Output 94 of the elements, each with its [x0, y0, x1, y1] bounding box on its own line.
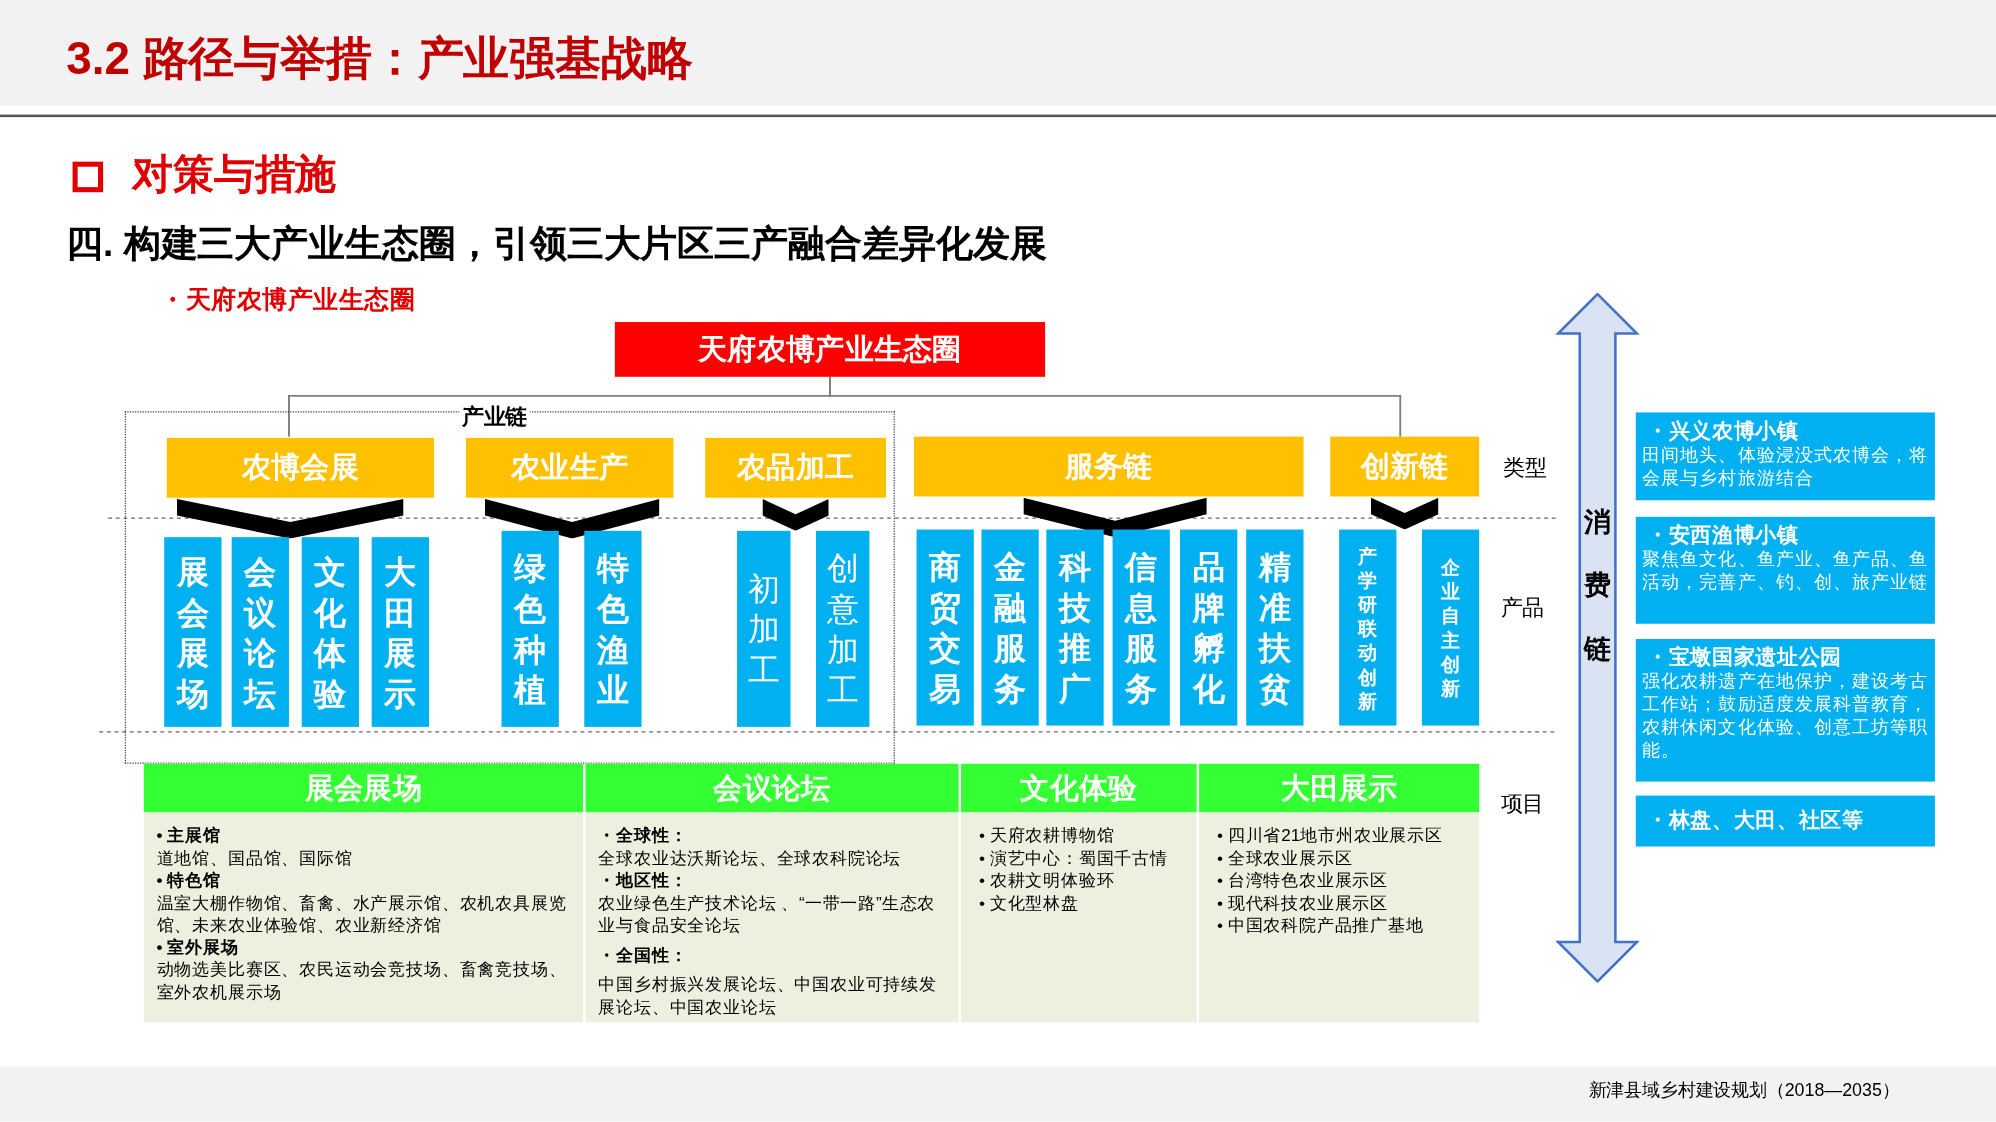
bullet-heading: ・天府农博产业生态圈	[160, 284, 415, 316]
row-label: 产品	[1500, 594, 1545, 622]
section-heading: 对策与措施	[132, 150, 337, 200]
table-column	[961, 763, 1197, 1023]
card-text: 强化农耕遗产在地保护，建设考古工作站；鼓励适度发展科普教育，农耕休闲文化体验、创意工坊等职能。	[1642, 669, 1930, 762]
product-box	[1421, 529, 1480, 726]
sub-heading: ・全国性：	[598, 944, 689, 967]
product-label: 特色渔业	[597, 548, 629, 710]
product-box	[584, 530, 642, 727]
connector-line	[829, 375, 1402, 438]
sub-heading: ・地区性：	[598, 869, 689, 892]
product-label: 信息服务	[1125, 547, 1158, 709]
bullet-item: • 天府农耕博物馆	[977, 825, 1116, 848]
item-text: 温室大棚作物馆、畜禽、水产展示馆、农机农具展览馆、未来农业体验馆、农业新经济馆	[156, 892, 568, 937]
chevron-bracket	[176, 499, 404, 539]
table-column	[1199, 763, 1480, 1023]
product-box	[1046, 529, 1104, 726]
product-box	[371, 537, 429, 727]
column-header: 会议论坛	[585, 763, 959, 813]
bullet-item: • 演艺中心：蜀国千古情	[977, 847, 1169, 870]
product-box	[501, 530, 559, 727]
bullet-item: • 中国农科院产品推广基地	[1215, 914, 1425, 937]
product-label: 文化体验	[314, 552, 347, 713]
card-text: 聚焦鱼文化、鱼产业、鱼产品、鱼活动，完善产、钓、创、旅产业链	[1642, 547, 1930, 594]
product-label: 科技推广	[1059, 547, 1091, 709]
product-label: 创意加工	[826, 548, 859, 710]
chain-label: 消费链	[1583, 505, 1611, 666]
category-box: 农博会展	[166, 437, 435, 498]
row-label: 项目	[1500, 790, 1545, 818]
product-box	[164, 537, 222, 727]
product-label: 品牌孵化	[1192, 547, 1225, 709]
double-arrow	[1555, 292, 1640, 983]
product-label: 金融服务	[994, 547, 1026, 709]
product-label: 初加工	[747, 569, 780, 690]
chevron-bracket	[485, 499, 660, 539]
product-box	[916, 529, 974, 726]
item-text: 道地馆、国品馆、国际馆	[156, 847, 354, 870]
product-label: 会议论坛	[244, 552, 277, 713]
card-heading: ・林盘、大田、社区等	[1646, 807, 1865, 834]
row-label: 类型	[1503, 454, 1547, 482]
chevron-bracket	[1023, 497, 1207, 538]
category-box: 农品加工	[705, 437, 886, 498]
product-box	[1339, 529, 1397, 726]
table-column	[585, 763, 959, 1023]
title-box: 天府农博产业生态圈	[614, 322, 1046, 377]
product-box	[231, 537, 289, 727]
category-box: 创新链	[1330, 436, 1480, 497]
product-box	[301, 537, 359, 727]
product-box	[1112, 529, 1170, 726]
column-header: 展会展场	[143, 763, 583, 813]
category-box: 农业生产	[465, 437, 674, 498]
sub-heading: ・全球性：	[598, 825, 689, 848]
bullet-item: • 文化型林盘	[977, 892, 1080, 914]
info-card	[1635, 795, 1935, 847]
table-column	[143, 763, 583, 1023]
product-label: 产学研联动创新	[1358, 543, 1378, 713]
chevron-bracket	[1371, 497, 1439, 530]
item-text: 中国乡村振兴发展论坛、中国农业可持续发展论坛、中国农业论坛	[598, 974, 938, 1019]
info-card	[1635, 412, 1935, 501]
page-title: 3.2 路径与举措：产业强基战略	[66, 30, 693, 86]
item-text: 农业绿色生产技术论坛 、“一带一路”生态农业与食品安全论坛	[598, 892, 937, 937]
bullet-item: • 全球农业展示区	[1215, 847, 1354, 870]
subheading: 四. 构建三大产业生态圈，引领三大片区三产融合差异化发展	[66, 221, 1047, 266]
bullet-item: • 现代科技农业展示区	[1215, 892, 1390, 914]
sub-heading: • 室外展场	[156, 936, 240, 959]
product-label: 绿色种植	[514, 548, 547, 710]
sub-heading: • 主展馆	[156, 825, 222, 848]
item-text: 全球农业达沃斯论坛、全球农科院论坛	[598, 847, 903, 870]
bullet-item: • 农耕文明体验环	[977, 869, 1116, 892]
card-heading: ・兴义农博小镇	[1646, 417, 1800, 443]
sub-heading: • 特色馆	[156, 869, 222, 892]
product-label: 企业自主创新	[1441, 555, 1461, 701]
info-card	[1635, 516, 1935, 624]
card-text: 田间地头、体验浸没式农博会，将会展与乡村旅游结合	[1642, 443, 1930, 489]
column-header: 文化体验	[961, 763, 1197, 813]
product-box	[1246, 529, 1304, 726]
info-card	[1635, 639, 1935, 782]
category-box: 服务链	[914, 436, 1304, 497]
card-heading: ・宝墩国家遗址公园	[1646, 644, 1843, 670]
bullet-item: • 四川省21地市州农业展示区	[1215, 825, 1444, 848]
product-box	[981, 529, 1039, 726]
product-box	[815, 530, 870, 727]
product-label: 精准扶贫	[1258, 547, 1291, 709]
product-label: 展会展场	[176, 552, 209, 713]
chevron-bracket	[762, 499, 829, 531]
footer-text: 新津县域乡村建设规划（2018—2035）	[1588, 1079, 1900, 1102]
item-text: 动物选美比赛区、农民运动会竞技场、畜禽竞技场、室外农机展示场	[156, 958, 568, 1004]
product-label: 商贸交易	[929, 547, 962, 709]
product-box	[1180, 529, 1238, 726]
bullet-item: • 台湾特色农业展示区	[1215, 869, 1390, 892]
product-label: 大田展示	[384, 552, 417, 713]
card-heading: ・安西渔博小镇	[1646, 522, 1800, 548]
product-box	[737, 530, 791, 727]
column-header: 大田展示	[1199, 763, 1480, 813]
